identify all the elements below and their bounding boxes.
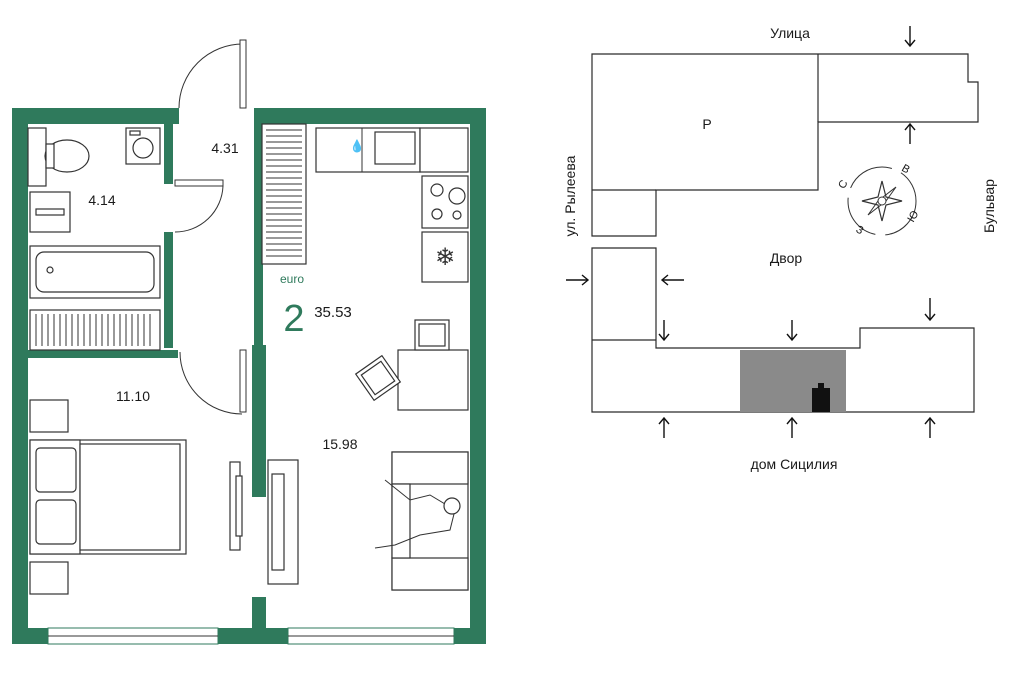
- wall-bath-lower: [164, 232, 173, 348]
- arrow-top-building: [904, 122, 916, 144]
- wall-left: [12, 108, 28, 644]
- highlighted-section: [740, 350, 846, 412]
- wardrobe-hangers-vertical: [266, 129, 302, 257]
- bath-door-swing: [174, 185, 224, 233]
- bed-icon: [29, 439, 187, 555]
- street-right-label: Бульвар: [981, 179, 997, 233]
- hall-area-label: 4.31: [211, 140, 238, 156]
- sink-icon: [29, 191, 71, 233]
- sofa-icon: [374, 451, 469, 591]
- living-area-label: 15.98: [322, 436, 357, 452]
- arrow-bottom-1: [658, 416, 670, 438]
- wall-hall-partition: [254, 108, 263, 348]
- total-area-label: 35.53: [314, 304, 352, 321]
- bedroom-area-label: 11.10: [116, 388, 150, 404]
- bedroom-tv-icon: [229, 461, 243, 551]
- bath-area-label: 4.14: [88, 192, 115, 208]
- wall-bath-divider: [164, 124, 173, 184]
- stove-icon: [430, 183, 466, 220]
- arrow-bottom-2: [786, 416, 798, 438]
- wall-top-left: [12, 108, 179, 124]
- courtyard-label: Двор: [770, 250, 803, 266]
- arrow-top-street: [904, 26, 916, 48]
- building-bottom: [591, 247, 975, 413]
- compass-north: С: [836, 178, 850, 191]
- arrow-left: [566, 274, 590, 286]
- entrance-door-leaf: [239, 39, 247, 109]
- wardrobe-bath-icon: [29, 309, 161, 351]
- tv-stand-icon: [267, 459, 299, 585]
- parking-label: Р: [702, 116, 711, 132]
- entrance-door-swing: [178, 43, 244, 109]
- street-left-label: ул. Рылеева: [562, 155, 578, 236]
- street-top-label: Улица: [770, 25, 810, 41]
- bathtub-icon: [29, 245, 161, 299]
- apartment-plan: 💧 ❄: [12, 39, 486, 645]
- arrow-court-left: [660, 274, 684, 286]
- nightstand-bottom: [29, 561, 69, 595]
- chair-left: [354, 354, 402, 402]
- arrow-bottom-3: [924, 416, 936, 438]
- bath-door-leaf: [174, 179, 224, 187]
- nightstand-top: [29, 399, 69, 433]
- site-plan: С В Ю З Улица ул. Рылеева Бульвар Двор Р…: [562, 25, 997, 472]
- washing-machine-icon: [125, 127, 161, 165]
- kitchen-counter: [315, 127, 469, 229]
- room-count-label: 2: [283, 298, 304, 340]
- wall-bedroom-top: [28, 350, 178, 358]
- chair-top: [414, 319, 450, 351]
- compass-west: З: [854, 224, 866, 238]
- building-top: [591, 53, 979, 237]
- wall-right: [470, 108, 486, 644]
- house-name-label: дом Сицилия: [751, 456, 838, 472]
- wall-top-right: [256, 108, 486, 124]
- entrance-marker: [812, 383, 830, 412]
- fridge-icon: ❄: [421, 231, 469, 283]
- arrow-court-down-1: [658, 320, 670, 342]
- arrow-court-down-3: [924, 298, 936, 322]
- water-drop-icon: 💧: [350, 139, 365, 153]
- bedroom-door-leaf: [239, 349, 247, 413]
- compass-icon: С В Ю З: [836, 162, 921, 237]
- bedroom-door-swing: [179, 351, 243, 415]
- arrow-court-down-2: [786, 320, 798, 342]
- wall-center-low: [252, 597, 266, 644]
- apartment-type-label: euro: [280, 272, 304, 286]
- wardrobe-hall-icon: [261, 123, 307, 265]
- toilet-icon: [27, 127, 90, 187]
- wall-center: [252, 345, 266, 497]
- svg-text:❄: ❄: [435, 244, 455, 271]
- dining-table: [397, 349, 469, 411]
- compass-south: Ю: [905, 209, 921, 225]
- wardrobe-hangers-horizontal: [35, 314, 151, 346]
- compass-east: В: [899, 162, 911, 176]
